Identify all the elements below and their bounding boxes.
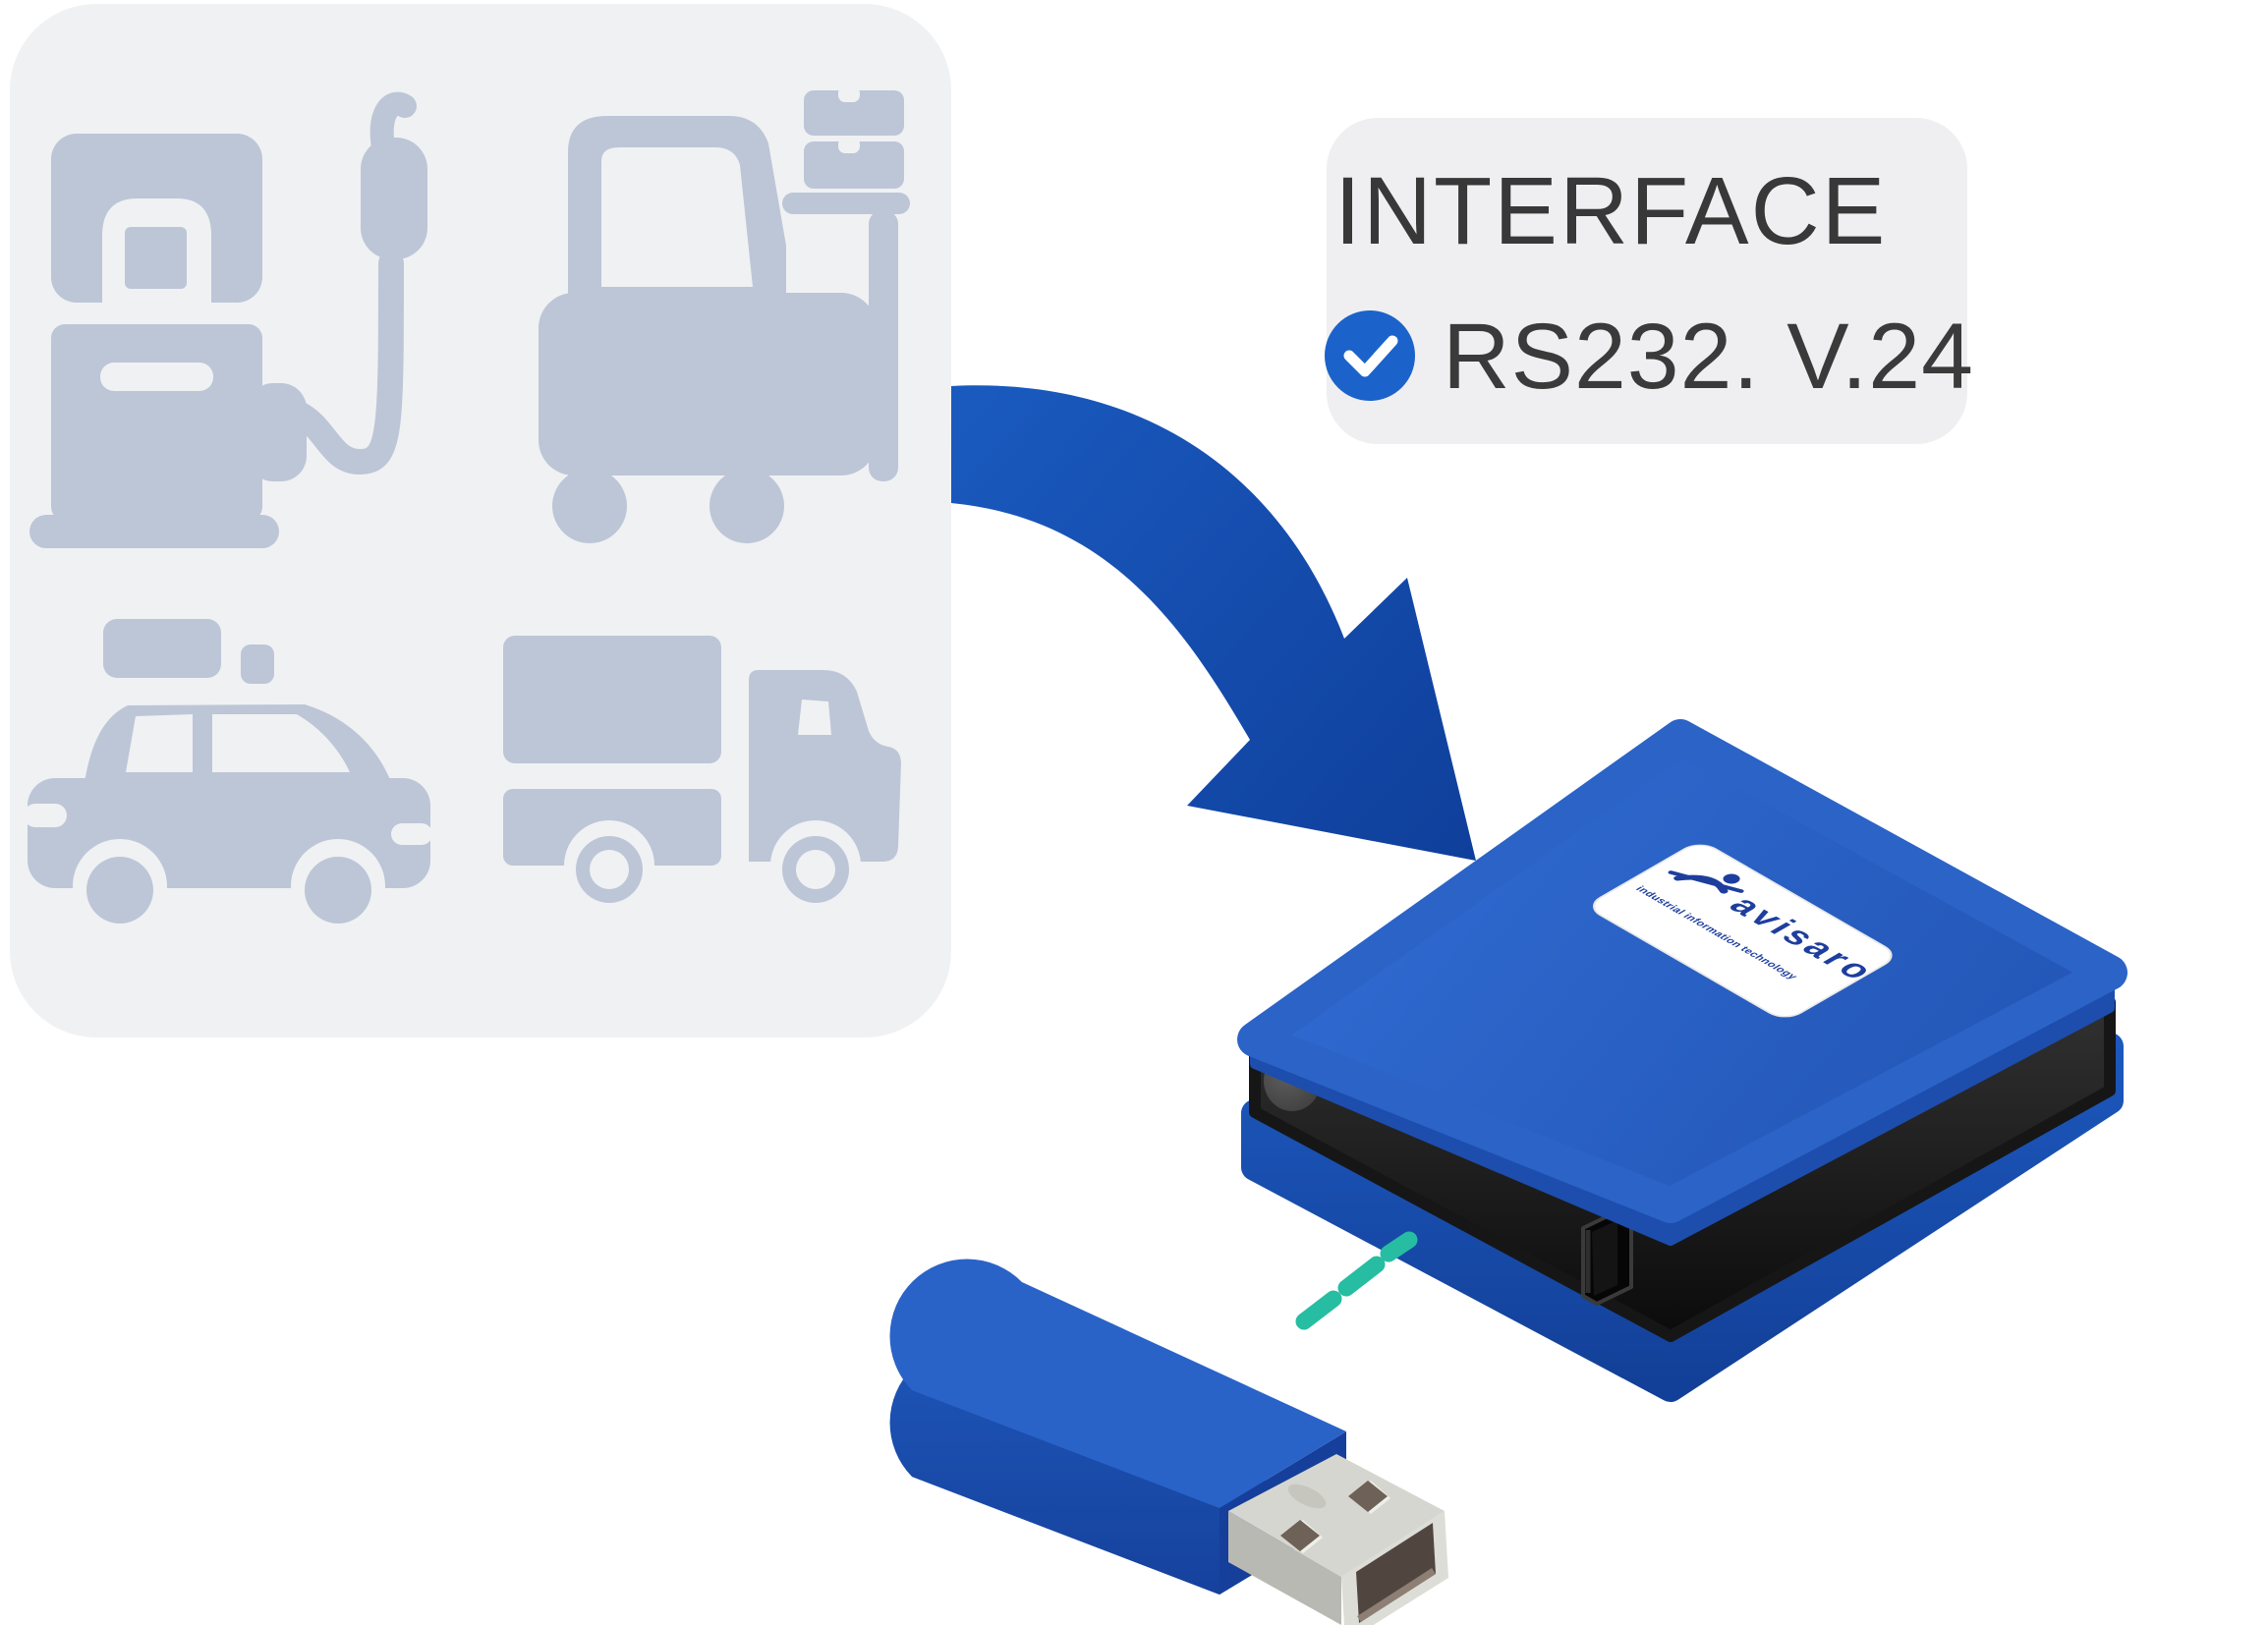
usb-stick-body [889, 1259, 1346, 1508]
avisaro-device: avisaro industrial information technolog… [1237, 719, 2127, 1402]
flow-arrow-icon [951, 385, 1476, 861]
usb-a-plug-icon [1228, 1454, 1448, 1625]
car-roofbox-icon [24, 619, 432, 933]
dashed-connection-line [1295, 1231, 1418, 1330]
interface-card-title: INTERFACE [1334, 157, 1887, 264]
fuel-pump-icon [29, 91, 427, 548]
device-top-face [1237, 719, 2127, 1223]
interface-card-background [1327, 118, 1967, 444]
rower-logo-icon [1668, 870, 1744, 894]
usb-stick [889, 1259, 1448, 1625]
forklift-icon [539, 86, 910, 543]
interface-value: RS232. V.24 [1443, 305, 1974, 409]
device-brand-label: avisaro industrial information technolog… [1592, 844, 1893, 1018]
interface-card: INTERFACE RS232. V.24 [1325, 118, 1974, 444]
usb-port [1581, 1209, 1633, 1306]
checkmark-icon [1325, 310, 1415, 401]
use-case-panel [10, 4, 951, 1037]
delivery-truck-icon [503, 636, 901, 911]
